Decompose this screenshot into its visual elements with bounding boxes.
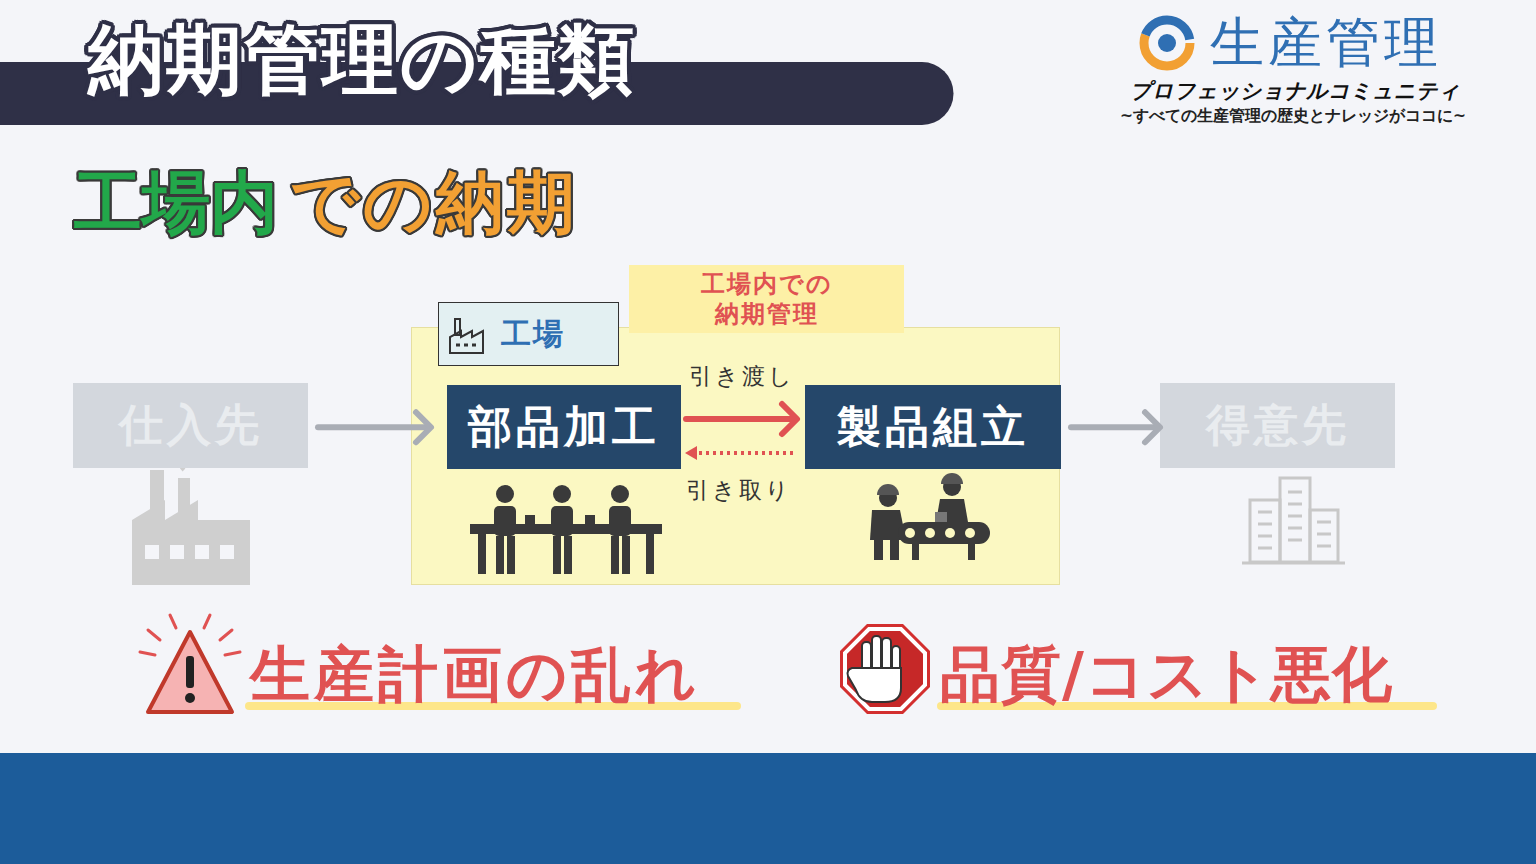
- process-box: 部品加工: [447, 385, 681, 469]
- page-title: 納期管理の種類: [88, 14, 636, 106]
- node-label: 仕入先: [73, 383, 308, 468]
- external-party-box: 得意先: [1160, 383, 1395, 468]
- callout-text: 工場内での納期管理: [699, 269, 835, 329]
- logo-text: 生産管理: [1210, 10, 1442, 76]
- logo-tagline: ~すべての生産管理の歴史とナレッジがココに~: [1120, 106, 1466, 126]
- logo-mark: [1144, 20, 1190, 66]
- logo-subtitle: プロフェッショナルコミュニティ: [1130, 78, 1460, 104]
- edge-label: 引き取り: [686, 475, 792, 505]
- section-heading: 工場内: [74, 162, 278, 244]
- warning-icon: [140, 615, 240, 712]
- stop-sign-icon: [840, 624, 930, 714]
- external-party-box: 仕入先: [73, 383, 308, 468]
- section-heading: での納期: [290, 162, 578, 244]
- node-label: 製品組立: [805, 385, 1061, 469]
- flow-arrow: [1071, 412, 1160, 442]
- process-box: 製品組立: [805, 385, 1061, 469]
- factory-tag: 工場: [438, 302, 619, 366]
- customer-building-icon: [1242, 478, 1345, 563]
- footer-band: [0, 753, 1536, 864]
- callout-tab: 工場内での納期管理: [629, 265, 904, 333]
- node-label: 部品加工: [447, 385, 681, 469]
- node-label: 得意先: [1160, 383, 1395, 468]
- issue-text: 品質/コスト悪化: [940, 638, 1393, 710]
- factory-icon: [447, 315, 491, 355]
- issue-text: 生産計画の乱れ: [250, 638, 700, 710]
- edge-label: 引き渡し: [689, 361, 795, 391]
